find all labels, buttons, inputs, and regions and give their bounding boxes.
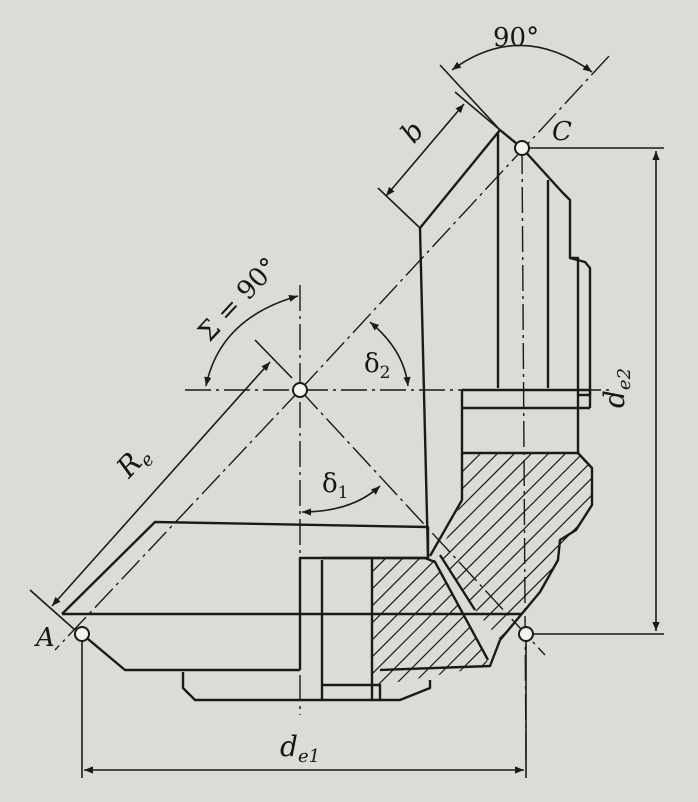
hatch-line bbox=[597, 440, 698, 660]
hatch-line bbox=[562, 453, 592, 640]
hatch-line bbox=[511, 453, 592, 640]
label-diameter-1: de1 bbox=[280, 730, 320, 767]
hatch-line bbox=[506, 540, 676, 710]
label-pitch-angle-2: δ2 bbox=[364, 349, 390, 383]
hatch-line bbox=[579, 453, 592, 640]
hatch-line bbox=[440, 453, 478, 640]
hatch-line bbox=[440, 453, 580, 640]
label-face-width: b bbox=[394, 114, 431, 149]
hatch-line bbox=[440, 453, 546, 640]
hatch-line bbox=[440, 453, 592, 640]
hatch-line bbox=[460, 453, 592, 640]
hatch-line bbox=[440, 453, 563, 640]
pitch-line-oc bbox=[299, 54, 611, 391]
b-dimension-line bbox=[385, 103, 465, 197]
wheel-hub bbox=[499, 256, 594, 641]
hatch-line bbox=[443, 453, 592, 640]
hatch-line bbox=[631, 440, 698, 660]
hatch-line bbox=[372, 558, 490, 685]
hatch-line bbox=[372, 558, 490, 685]
cone-apex-marker bbox=[292, 382, 308, 398]
hatch-line bbox=[454, 558, 490, 685]
pinion-gear bbox=[61, 520, 676, 710]
label-pitch-angle-1: δ1 bbox=[322, 469, 348, 503]
hatch-line bbox=[471, 558, 490, 685]
delta2-arc bbox=[369, 321, 411, 387]
hatch-line bbox=[437, 558, 490, 685]
label-cone-distance: Re bbox=[109, 438, 158, 487]
wheel-section-border bbox=[428, 453, 477, 611]
pinion-section-border bbox=[372, 556, 490, 700]
hatch-line bbox=[440, 453, 529, 640]
hatch-line bbox=[488, 558, 490, 685]
wheel-bore bbox=[460, 388, 592, 455]
label-shaft-angle: Σ = 90° bbox=[193, 252, 285, 348]
hatch-line bbox=[372, 558, 405, 685]
hatch-line bbox=[440, 453, 512, 640]
label-right-angle: 90° bbox=[493, 23, 539, 53]
hatch-line bbox=[372, 558, 422, 685]
hatch-line bbox=[440, 453, 592, 640]
pitch-line-oa bbox=[54, 389, 301, 651]
hatch-line bbox=[440, 453, 592, 640]
pinion-back-cone bbox=[379, 639, 502, 672]
pitch-line-od bbox=[299, 389, 546, 656]
wheel-tooth-outline bbox=[419, 128, 580, 395]
label-point-a: A bbox=[34, 623, 55, 653]
point-c-marker bbox=[514, 140, 530, 156]
re-dimension-line bbox=[51, 361, 271, 607]
hatch-line bbox=[545, 453, 592, 640]
label-diameter-2: de2 bbox=[598, 368, 635, 408]
wheel-face bbox=[418, 132, 550, 559]
point-d-marker bbox=[518, 626, 534, 642]
shaft-angle-arc bbox=[204, 294, 299, 387]
label-point-c: C bbox=[552, 117, 572, 147]
right-angle-arc bbox=[451, 44, 593, 73]
pinion-bore bbox=[320, 556, 374, 700]
point-a-marker bbox=[74, 626, 90, 642]
dimensions bbox=[29, 44, 664, 778]
hatch-line bbox=[372, 558, 439, 685]
pinion-hub-outline bbox=[181, 672, 432, 702]
delta1-arc bbox=[301, 485, 381, 516]
hatch-line bbox=[372, 558, 456, 685]
